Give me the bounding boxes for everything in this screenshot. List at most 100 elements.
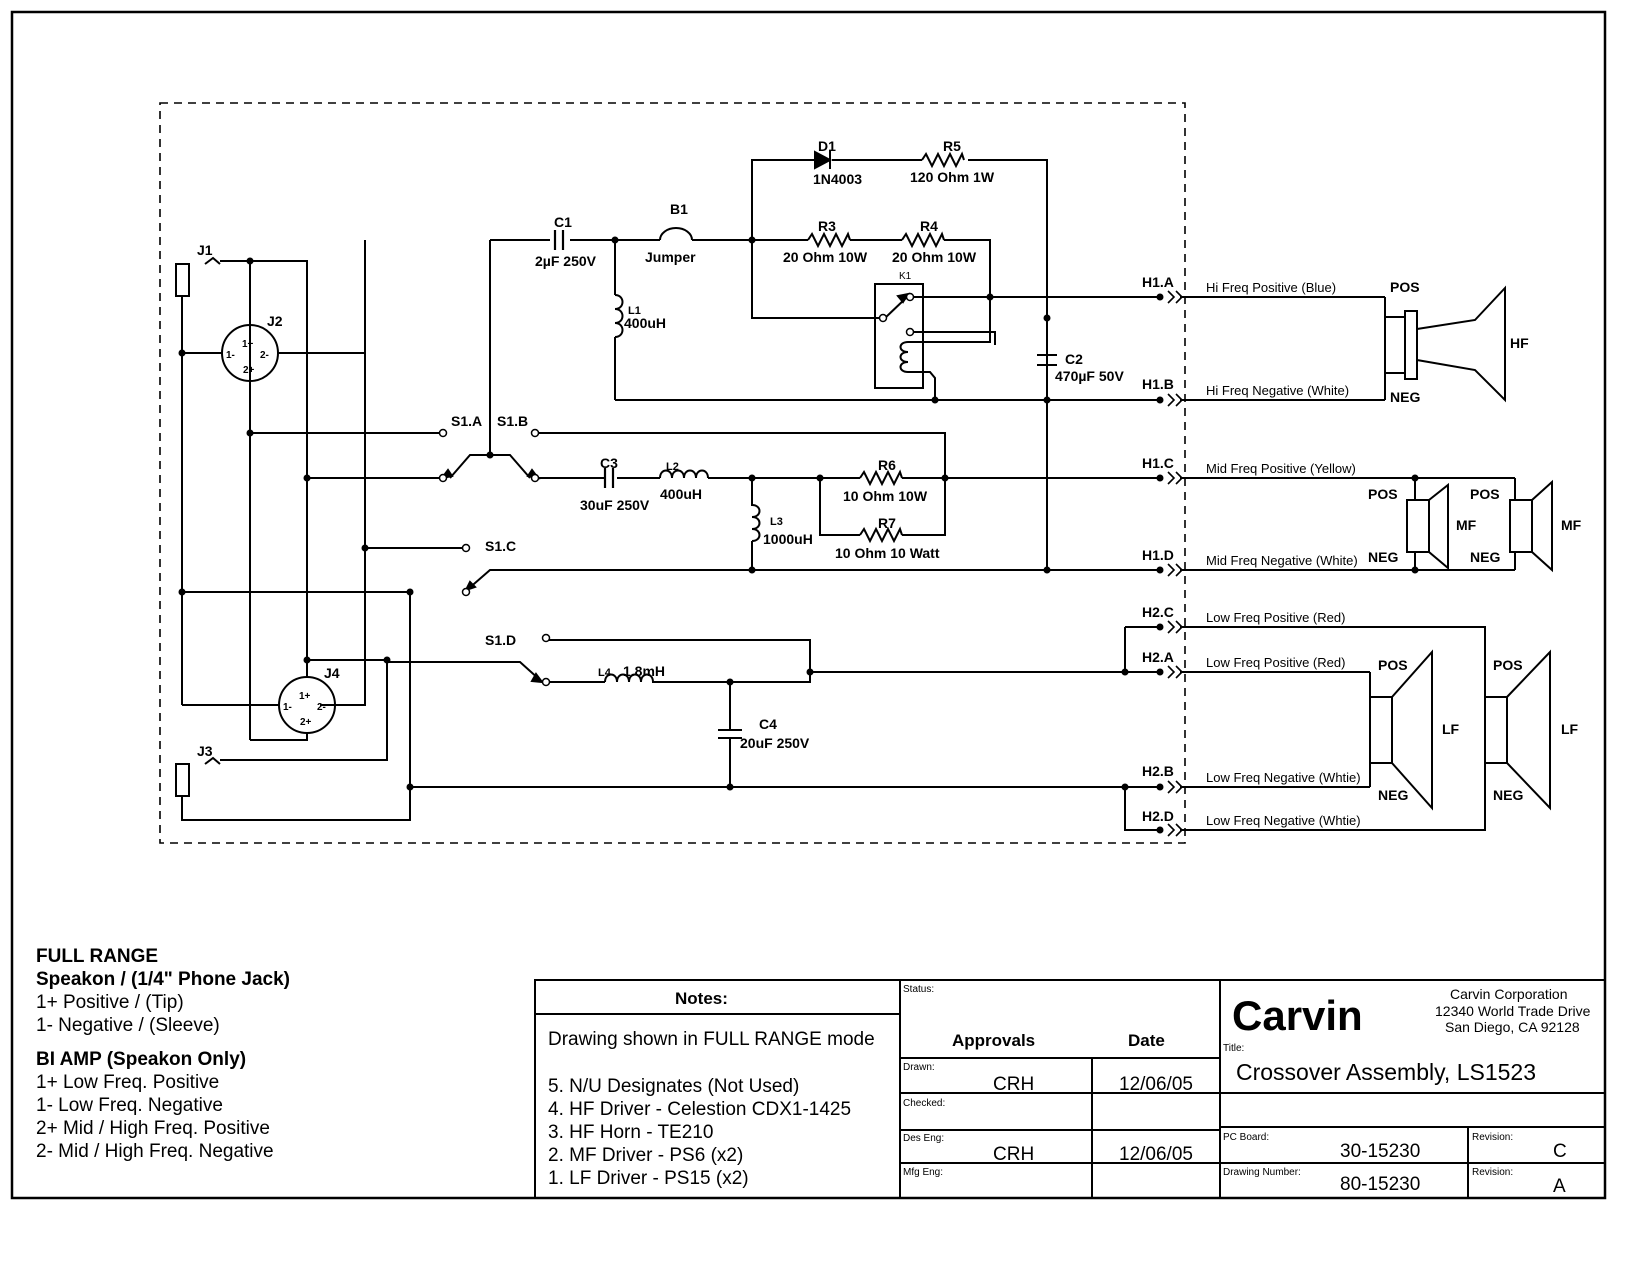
h1c-label: H1.C: [1142, 455, 1174, 471]
hf-pos-label: POS: [1390, 279, 1420, 295]
c3-symbol: [603, 468, 615, 488]
status-label: Status:: [903, 984, 934, 995]
l3-ref: L3: [770, 516, 783, 528]
pcb-rev-label: Revision:: [1472, 1132, 1513, 1143]
j3-ref: J3: [197, 743, 213, 759]
component-labels: D1 1N4003 R5 120 Ohm 1W B1 Jumper C1 2µF…: [197, 138, 1582, 828]
mf-driver1-cone: [1428, 482, 1449, 571]
c3-value: 30uF 250V: [580, 497, 650, 513]
approvals-header: Approvals: [952, 1031, 1035, 1050]
pcb-rev: C: [1553, 1141, 1567, 1162]
legend-line6: 2- Mid / High Freq. Negative: [36, 1141, 274, 1162]
notes-mode: Drawing shown in FULL RANGE mode: [548, 1029, 875, 1050]
r7-ref: R7: [878, 515, 896, 531]
l2-ref: L2: [666, 461, 679, 473]
b1-ref: B1: [670, 201, 688, 217]
lf-feed: [548, 639, 811, 683]
c4-value: 20uF 250V: [740, 735, 810, 751]
l2-symbol: [659, 469, 709, 479]
r7-path: [819, 478, 946, 536]
mf2-label: MF: [1561, 517, 1582, 533]
l1-ref: L1: [628, 305, 641, 317]
deseng-label: Des Eng:: [903, 1133, 944, 1144]
legend-line3: 1+ Low Freq. Positive: [36, 1072, 219, 1093]
s1c-nu-wire: [364, 240, 462, 549]
lf1-neg-label: NEG: [1378, 787, 1408, 803]
hf-neg-label: NEG: [1390, 389, 1420, 405]
j4-pin2m: 2-: [317, 702, 326, 713]
j2-pin1p: 1+: [242, 339, 254, 350]
r3-value: 20 Ohm 10W: [783, 249, 868, 265]
title-block: Notes: Drawing shown in FULL RANGE mode …: [548, 984, 1591, 1197]
title-block-grid: [534, 979, 1606, 1199]
hf-neg-wire-label: Hi Freq Negative (White): [1206, 383, 1349, 398]
j2-wires: [182, 352, 366, 706]
drawing-title: Crossover Assembly, LS1523: [1236, 1059, 1536, 1085]
dwg-number: 80-15230: [1340, 1174, 1420, 1195]
r3-r4-path: [752, 239, 991, 297]
j1-tip: [204, 256, 221, 265]
mfgeng-label: Mfg Eng:: [903, 1167, 943, 1178]
k1-relay: [874, 283, 924, 389]
c1-symbol: [553, 230, 565, 250]
legend-line1: 1+ Positive / (Tip): [36, 992, 184, 1013]
drawn-date: 12/06/05: [1119, 1074, 1193, 1095]
s1a-ref: S1.A: [451, 413, 482, 429]
s1-top-wire: [250, 432, 946, 478]
company-addr1: 12340 World Trade Drive: [1435, 1003, 1591, 1019]
mf-neg-wire: [466, 569, 1160, 591]
notes-title: Notes:: [675, 989, 728, 1008]
h2a-label: H2.A: [1142, 649, 1174, 665]
lf2-pos-label: POS: [1493, 657, 1523, 673]
r4-symbol: [901, 231, 945, 249]
s1c-ref: S1.C: [485, 538, 516, 554]
d1-ref: D1: [818, 138, 836, 154]
mf1-neg-label: NEG: [1368, 549, 1398, 565]
j4-pin2p: 2+: [300, 717, 312, 728]
note-5: 5. N/U Designates (Not Used): [548, 1076, 799, 1097]
j2-pin2p: 2+: [243, 365, 255, 376]
h1d-label: H1.D: [1142, 547, 1174, 563]
legend-line5: 2+ Mid / High Freq. Positive: [36, 1118, 270, 1139]
l3-symbol: [751, 478, 761, 570]
carvin-logo: Carvin: [1232, 992, 1363, 1039]
note-2: 2. MF Driver - PS6 (x2): [548, 1145, 743, 1166]
l1-value: 400uH: [624, 315, 666, 331]
hf-driver-label: HF: [1510, 335, 1529, 351]
legend-line2: 1- Negative / (Sleeve): [36, 1015, 220, 1036]
s1d-arm: [387, 661, 541, 681]
drawn-label: Drawn:: [903, 1062, 935, 1073]
mf-driver2-magnet: [1509, 499, 1533, 553]
r6-ref: R6: [878, 457, 896, 473]
c3-ref: C3: [600, 455, 618, 471]
s1d-ref: S1.D: [485, 632, 516, 648]
c4-symbol: [718, 682, 742, 787]
mf1-pos-label: POS: [1368, 486, 1398, 502]
pcb-label: PC Board:: [1223, 1132, 1269, 1143]
deseng-date: 12/06/05: [1119, 1144, 1193, 1165]
h1b-label: H1.B: [1142, 376, 1174, 392]
lf-neg2-wire-label: Low Freq Negative (Whtie): [1206, 813, 1361, 828]
r3-symbol: [807, 231, 851, 249]
b1-value: Jumper: [645, 249, 696, 265]
j1-body: [175, 263, 190, 297]
h2c-label: H2.C: [1142, 604, 1174, 620]
c1-value: 2µF 250V: [535, 253, 597, 269]
hf-leads: [1180, 296, 1385, 401]
l3-value: 1000uH: [763, 531, 813, 547]
j4-pin1p: 1+: [299, 691, 311, 702]
j4-pin1m: 1-: [283, 702, 292, 713]
mf-driver2-cone: [1531, 479, 1553, 573]
j3-body: [175, 763, 190, 797]
l4-ref: L4: [598, 667, 612, 679]
r3-ref: R3: [818, 218, 836, 234]
deseng-by: CRH: [993, 1144, 1034, 1165]
note-3: 3. HF Horn - TE210: [548, 1122, 713, 1143]
c2-value: 470µF 50V: [1055, 368, 1124, 384]
r5-ref: R5: [943, 138, 961, 154]
company-name: Carvin Corporation: [1450, 986, 1568, 1002]
r5-symbol: [921, 151, 965, 169]
c1-ref: C1: [554, 214, 572, 230]
r4-value: 20 Ohm 10W: [892, 249, 977, 265]
